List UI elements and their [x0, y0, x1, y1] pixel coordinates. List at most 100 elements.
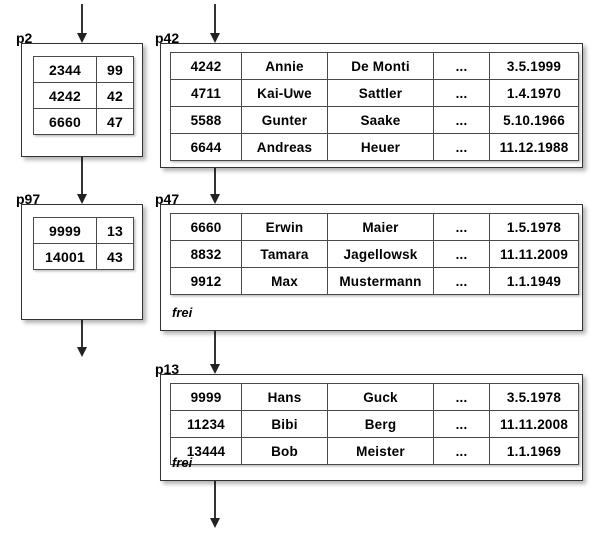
arrow-head-icon — [210, 194, 220, 204]
record-first-name: Bob — [241, 437, 328, 465]
record-id-cell: 5588 — [170, 106, 242, 134]
index-table-p97: 9999 13 14001 43 — [33, 217, 134, 270]
record-id-cell: 6660 — [170, 213, 242, 241]
arrow-shaft — [81, 157, 83, 195]
arrow-shaft — [81, 4, 83, 34]
record-last-name: Berg — [327, 410, 434, 438]
record-first-name: Bibi — [241, 410, 328, 438]
free-space-label-p47: frei — [172, 305, 193, 320]
arrow-head-icon — [77, 33, 87, 43]
page-label-p2: p2 — [16, 30, 33, 46]
record-last-name: Heuer — [327, 133, 434, 161]
page-label-p97: p97 — [16, 191, 41, 207]
arrow-head-icon — [210, 33, 220, 43]
record-ellipsis: ... — [433, 410, 490, 438]
index-table-p2: 2344 99 4242 42 6660 47 — [33, 56, 134, 135]
arrow-shaft — [214, 481, 216, 519]
record-id-cell: 13444 — [170, 437, 242, 465]
table-row: 6660 47 — [33, 108, 134, 135]
index-key-cell: 9999 — [33, 217, 97, 244]
index-pointer-cell: 99 — [96, 56, 134, 83]
table-row: 4242 Annie De Monti ... 3.5.1999 — [170, 52, 579, 80]
record-first-name: Gunter — [241, 106, 328, 134]
record-last-name: Maier — [327, 213, 434, 241]
free-space-label-p13: frei — [172, 455, 193, 470]
record-last-name: Jagellowsk — [327, 240, 434, 268]
table-row: 9912 Max Mustermann ... 1.1.1949 — [170, 267, 579, 295]
record-id-cell: 9912 — [170, 267, 242, 295]
record-ellipsis: ... — [433, 52, 490, 80]
record-first-name: Kai-Uwe — [241, 79, 328, 107]
table-row: 6644 Andreas Heuer ... 11.12.1988 — [170, 133, 579, 161]
index-key-cell: 4242 — [33, 82, 97, 109]
table-row: 4711 Kai-Uwe Sattler ... 1.4.1970 — [170, 79, 579, 107]
data-table-p47: 6660 Erwin Maier ... 1.5.1978 8832 Tamar… — [170, 213, 579, 295]
arrow-head-icon — [77, 347, 87, 357]
index-key-cell: 14001 — [33, 243, 97, 270]
table-row: 8832 Tamara Jagellowsk ... 11.11.2009 — [170, 240, 579, 268]
record-date-cell: 3.5.1978 — [489, 383, 579, 411]
record-ellipsis: ... — [433, 437, 490, 465]
record-date-cell: 11.11.2008 — [489, 410, 579, 438]
record-id-cell: 8832 — [170, 240, 242, 268]
arrow-head-icon — [210, 518, 220, 528]
arrow-shaft — [214, 157, 216, 195]
record-last-name: Mustermann — [327, 267, 434, 295]
index-key-cell: 2344 — [33, 56, 97, 83]
table-row: 6660 Erwin Maier ... 1.5.1978 — [170, 213, 579, 241]
record-date-cell: 1.1.1969 — [489, 437, 579, 465]
record-first-name: Andreas — [241, 133, 328, 161]
index-pointer-cell: 43 — [96, 243, 134, 270]
record-last-name: Meister — [327, 437, 434, 465]
table-row: 9999 Hans Guck ... 3.5.1978 — [170, 383, 579, 411]
record-ellipsis: ... — [433, 383, 490, 411]
page-label-p13: p13 — [155, 361, 180, 377]
record-ellipsis: ... — [433, 79, 490, 107]
arrow-shaft — [214, 331, 216, 365]
record-date-cell: 1.1.1949 — [489, 267, 579, 295]
record-ellipsis: ... — [433, 106, 490, 134]
record-id-cell: 9999 — [170, 383, 242, 411]
record-id-cell: 4711 — [170, 79, 242, 107]
record-id-cell: 6644 — [170, 133, 242, 161]
record-first-name: Erwin — [241, 213, 328, 241]
record-id-cell: 4242 — [170, 52, 242, 80]
record-date-cell: 5.10.1966 — [489, 106, 579, 134]
record-first-name: Hans — [241, 383, 328, 411]
index-key-cell: 6660 — [33, 108, 97, 135]
record-date-cell: 1.5.1978 — [489, 213, 579, 241]
record-ellipsis: ... — [433, 133, 490, 161]
record-last-name: De Monti — [327, 52, 434, 80]
record-id-cell: 11234 — [170, 410, 242, 438]
record-date-cell: 1.4.1970 — [489, 79, 579, 107]
arrow-head-icon — [77, 194, 87, 204]
record-ellipsis: ... — [433, 267, 490, 295]
table-row: 4242 42 — [33, 82, 134, 109]
arrow-shaft — [214, 4, 216, 34]
record-last-name: Guck — [327, 383, 434, 411]
page-label-p42: p42 — [155, 30, 180, 46]
arrow-head-icon — [210, 364, 220, 374]
record-last-name: Saake — [327, 106, 434, 134]
data-table-p42: 4242 Annie De Monti ... 3.5.1999 4711 Ka… — [170, 52, 579, 161]
record-date-cell: 11.11.2009 — [489, 240, 579, 268]
record-date-cell: 11.12.1988 — [489, 133, 579, 161]
table-row: 14001 43 — [33, 243, 134, 270]
index-pointer-cell: 42 — [96, 82, 134, 109]
record-first-name: Max — [241, 267, 328, 295]
table-row: 2344 99 — [33, 56, 134, 83]
table-row: 13444 Bob Meister ... 1.1.1969 — [170, 437, 579, 465]
arrow-shaft — [81, 320, 83, 348]
table-row: 5588 Gunter Saake ... 5.10.1966 — [170, 106, 579, 134]
record-first-name: Tamara — [241, 240, 328, 268]
record-last-name: Sattler — [327, 79, 434, 107]
record-first-name: Annie — [241, 52, 328, 80]
index-pointer-cell: 47 — [96, 108, 134, 135]
table-row: 9999 13 — [33, 217, 134, 244]
table-row: 11234 Bibi Berg ... 11.11.2008 — [170, 410, 579, 438]
index-pointer-cell: 13 — [96, 217, 134, 244]
data-table-p13: 9999 Hans Guck ... 3.5.1978 11234 Bibi B… — [170, 383, 579, 465]
record-date-cell: 3.5.1999 — [489, 52, 579, 80]
page-label-p47: p47 — [155, 191, 180, 207]
